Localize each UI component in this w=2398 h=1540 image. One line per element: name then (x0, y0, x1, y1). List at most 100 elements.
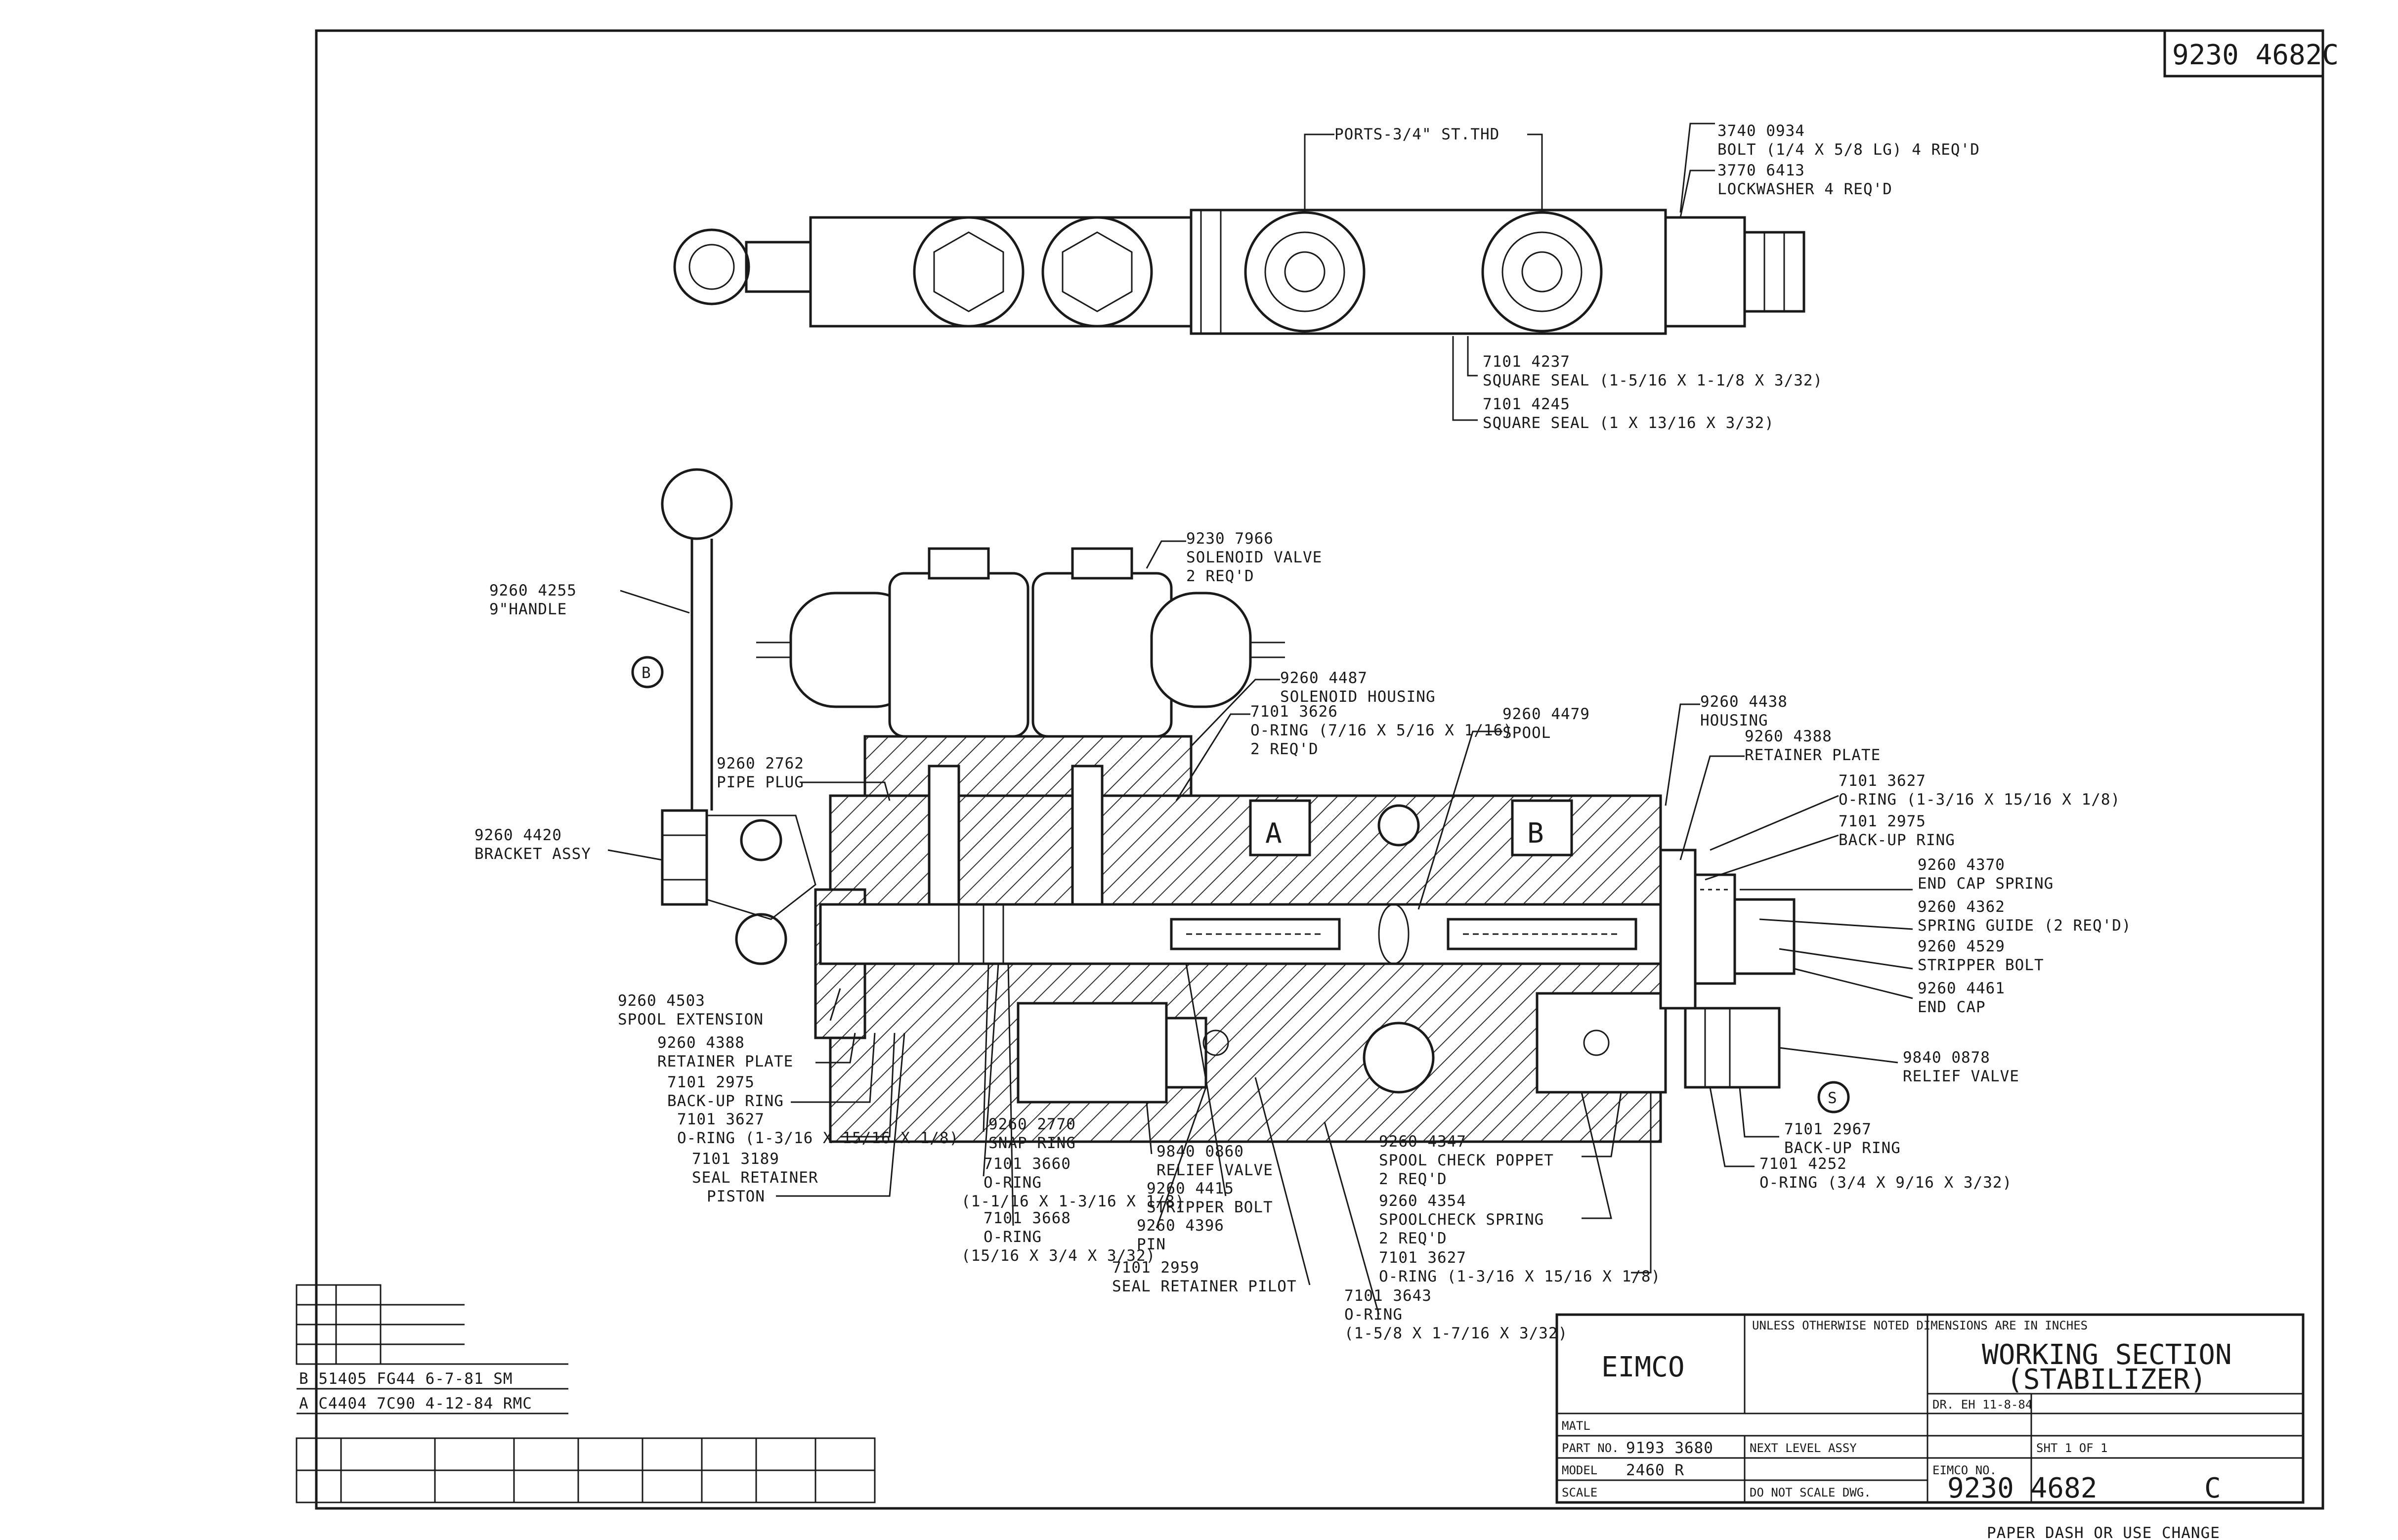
callout-label: STRIPPER BOLT (1918, 956, 2044, 974)
callout-label: SPOOLCHECK SPRING (1379, 1211, 1544, 1229)
callout-label: 7101 3627 (1379, 1249, 1466, 1267)
callout-label: (1-5/8 X 1-7/16 X 3/32) (1344, 1325, 1568, 1342)
drawing-border (315, 29, 2324, 1510)
callout-label: 2 REQ'D (1379, 1230, 1447, 1247)
corner-drawing-number: 9230 4682C (2172, 39, 2339, 71)
callout-label: 9260 4479 (1502, 705, 1590, 723)
callout-label: O-RING (984, 1174, 1042, 1192)
lockwasher-desc: LOCKWASHER 4 REQ'D (1717, 180, 1892, 198)
callout-label: O-RING (7/16 X 5/16 X 1/16) (1250, 722, 1513, 739)
top-view (673, 209, 1805, 335)
callout-label: 7101 2967 (1784, 1120, 1872, 1138)
section-view: A B B S (631, 468, 1850, 1143)
callout-label: 2 REQ'D (1186, 567, 1254, 585)
corner-number-box: 9230 4682C (2163, 29, 2339, 78)
callout-label: O-RING (1344, 1306, 1403, 1324)
callout-label: SNAP RING (988, 1134, 1076, 1152)
callout-label: SPOOL EXTENSION (618, 1011, 764, 1028)
callout-label: (15/16 X 3/4 X 3/32) (961, 1247, 1156, 1265)
company-name: EIMCO (1601, 1351, 1685, 1383)
section-labels: 9230 7966 SOLENOID VALVE 2 REQ'D 9260 42… (474, 530, 2132, 1342)
lockwasher-part: 3770 6413 (1717, 162, 1805, 179)
callout-label: BACK-UP RING (1839, 831, 1955, 849)
revision-block (296, 1284, 876, 1503)
dont-scale-note: DO NOT SCALE DWG. (1750, 1486, 1871, 1499)
callout-label: SEAL RETAINER (692, 1169, 818, 1187)
section-leaders (607, 540, 1913, 1315)
callout-label: (1-1/16 X 1-3/16 X 1/8) (961, 1193, 1185, 1210)
revision-a: A C4404 7C90 4-12-84 RMC (299, 1395, 532, 1412)
callout-label: SPOOL CHECK POPPET (1379, 1152, 1554, 1169)
sheet-number: SHT 1 OF 1 (2036, 1441, 2108, 1455)
callout-label: RETAINER PLATE (657, 1053, 793, 1070)
callout-label: END CAP (1918, 998, 1986, 1016)
title-line1: WORKING SECTION (1982, 1339, 2232, 1371)
callout-label: 7101 3627 (677, 1111, 765, 1128)
callout-label: PIN (1137, 1236, 1166, 1253)
callout-label: 9260 4487 (1280, 669, 1368, 687)
footer-text: PAPER DASH OR USE CHANGE (1987, 1524, 2220, 1540)
callout-label: END CAP SPRING (1918, 875, 2054, 893)
callout-label: 9260 4388 (1745, 727, 1832, 745)
callout-label: 9260 4370 (1918, 856, 2005, 874)
callout-label: 2 REQ'D (1250, 740, 1319, 758)
callout-label: 7101 3660 (984, 1155, 1071, 1173)
callout-label: O-RING (3/4 X 9/16 X 3/32) (1759, 1174, 2012, 1192)
callout-label: O-RING (1-3/16 X 15/16 X 1/8) (1379, 1268, 1661, 1285)
callout-label: 2 REQ'D (1379, 1170, 1447, 1188)
title-block (1555, 1313, 2305, 1504)
callout-label: 9260 4529 (1918, 938, 2005, 955)
scale-label: SCALE (1562, 1486, 1597, 1499)
callout-label: BACK-UP RING (667, 1092, 784, 1110)
model-label: MODEL (1562, 1463, 1597, 1477)
callout-label: 9260 4503 (618, 992, 705, 1010)
callout-label: 7101 2959 (1112, 1259, 1199, 1277)
callout-label: 9260 2770 (988, 1115, 1076, 1133)
callout-label: PIPE PLUG (717, 773, 804, 791)
port-a-label: A (1265, 817, 1282, 850)
callout-label: HOUSING (1700, 712, 1768, 729)
callout-label: 7101 3643 (1344, 1287, 1432, 1305)
callout-label: SOLENOID HOUSING (1280, 688, 1436, 706)
bolt-desc: BOLT (1/4 X 5/8 LG) 4 REQ'D (1717, 141, 1980, 159)
callout-label: 9260 4354 (1379, 1192, 1466, 1210)
ref-value: 9193 3680 (1626, 1439, 1713, 1457)
dwg-no-label: EIMCO NO. (1932, 1463, 1997, 1477)
seal2-desc: SQUARE SEAL (1 X 13/16 X 3/32) (1483, 414, 1774, 432)
title-line2: (STABILIZER) (2007, 1364, 2207, 1396)
callout-label: SOLENOID VALVE (1186, 549, 1322, 566)
callout-label: RELIEF VALVE (1903, 1068, 2019, 1085)
callout-label: 9"HANDLE (489, 600, 567, 618)
callout-label: RELIEF VALVE (1156, 1161, 1273, 1179)
callout-label: 7101 3627 (1839, 772, 1926, 790)
callout-label: SPRING GUIDE (2 REQ'D) (1918, 917, 2132, 935)
callout-label: 9260 4388 (657, 1034, 745, 1052)
callout-label: 7101 3668 (984, 1209, 1071, 1227)
bolt-part: 3740 0934 (1717, 122, 1805, 140)
callout-label: SPOOL (1502, 724, 1551, 742)
callout-label: 9230 7966 (1186, 530, 1274, 548)
port-b-label: B (1527, 817, 1544, 850)
model-value: 2460 R (1626, 1461, 1684, 1479)
drawn-by: DR. EH 11-8-84 (1932, 1398, 2032, 1412)
callout-label: 9260 4396 (1137, 1217, 1224, 1235)
callout-b: B (642, 664, 651, 682)
callout-label: 9840 0878 (1903, 1049, 1990, 1067)
callout-label: 9260 4438 (1700, 693, 1788, 711)
callout-label: BRACKET ASSY (474, 845, 591, 863)
callout-label: BACK-UP RING (1784, 1139, 1901, 1157)
callout-s: S (1828, 1089, 1838, 1107)
ref-label: PART NO. (1562, 1441, 1619, 1455)
callout-label: 9260 4420 (474, 826, 562, 844)
matl-label: MATL (1562, 1419, 1590, 1433)
callout-label: 9260 4362 (1918, 898, 2005, 916)
callout-label: 7101 2975 (1839, 813, 1926, 830)
seal1-desc: SQUARE SEAL (1-5/16 X 1-1/8 X 3/32) (1483, 372, 1823, 389)
seal1-part: 7101 4237 (1483, 353, 1570, 371)
top-view-leaders (1304, 123, 1715, 421)
ports-label: PORTS-3/4" ST.THD (1334, 126, 1499, 143)
callout-label: PISTON (707, 1188, 765, 1205)
callout-label: O-RING (1-3/16 X 15/16 X 1/8) (677, 1129, 959, 1147)
callout-label: 9260 4347 (1379, 1133, 1466, 1151)
